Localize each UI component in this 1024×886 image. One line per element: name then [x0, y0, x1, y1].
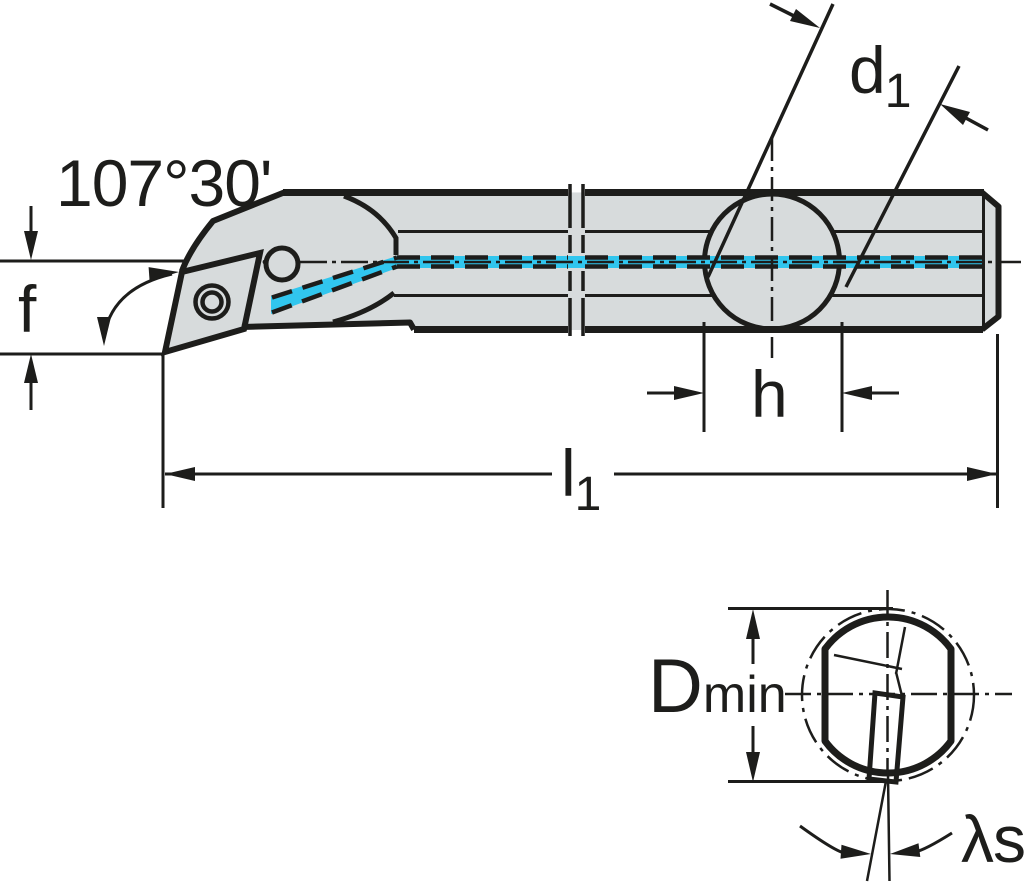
dmin-arrow-bottom: [746, 752, 760, 782]
l1-label-base: l: [561, 436, 575, 510]
lambda-arrow-right: [890, 843, 921, 857]
f-arrow-bottom: [24, 354, 38, 383]
h-extension-lines: [702, 322, 844, 432]
d1-arrow-left: [790, 9, 820, 28]
dim-h: h: [647, 322, 899, 432]
insert-end-view: [866, 690, 906, 785]
lambda-arrow-left: [840, 844, 871, 859]
dim-angle: 107°30': [56, 146, 273, 346]
lambda-arc-left: [799, 824, 846, 855]
bar-right-end: [980, 190, 1002, 332]
insert-screw-hole: [200, 290, 224, 314]
h-arrow-right: [842, 386, 872, 400]
coolant-hidden-lines-head: [271, 255, 398, 315]
d1-label-sub: 1: [885, 65, 911, 118]
bar-cross-section: [821, 613, 955, 777]
dmin-label-sub: min: [703, 666, 787, 724]
d1-arrow-right: [940, 104, 970, 125]
l1-arrow-left: [165, 467, 195, 481]
end-view: Dmin λs: [648, 590, 1024, 882]
lambda-label: λs: [961, 802, 1024, 876]
f-reference-lines: [0, 259, 185, 508]
dmin-arrow-top: [746, 609, 760, 639]
dmin-label: Dmin: [648, 644, 787, 729]
head-bottom-edge: [241, 319, 417, 331]
f-label: f: [18, 272, 37, 346]
angle-arrow-top: [148, 267, 179, 282]
insert: [161, 248, 264, 357]
f-arrow-top: [24, 231, 38, 260]
l1-label: l1: [561, 436, 600, 521]
dmin-extension-lines: [728, 607, 893, 783]
dim-dmin: Dmin: [648, 607, 893, 783]
bar-inner-lines: [394, 196, 985, 326]
d1-label-base: d: [849, 33, 885, 107]
angle-arrow-bottom: [97, 317, 111, 346]
break-lines: [568, 184, 585, 336]
insert-body: [161, 248, 264, 357]
axis-centerline-dot: [262, 259, 268, 265]
dim-d1: d1: [706, 2, 989, 288]
d1-dim-lines: [706, 2, 989, 288]
head-neck-curves: [332, 193, 399, 325]
pocket-lines: [833, 626, 907, 697]
angle-label: 107°30': [56, 146, 272, 220]
head-top-edge: [179, 189, 286, 273]
dmin-label-base: D: [648, 644, 703, 729]
l1-dim-lines: [165, 334, 999, 508]
h-arrow-left: [674, 386, 704, 400]
main-view: f 107°30' d1 h: [0, 2, 1021, 521]
dim-f: f: [0, 206, 185, 508]
lambda-reference-lines: [865, 774, 891, 882]
dim-l1: l1: [165, 334, 999, 521]
dim-lambda-s: λs: [799, 802, 1024, 876]
lambda-arc-right: [914, 831, 953, 854]
angle-arc: [102, 272, 173, 337]
insert-screw-ring: [193, 283, 231, 321]
l1-label-sub: 1: [575, 468, 601, 521]
d1-label: d1: [849, 33, 910, 118]
l1-arrow-right: [967, 467, 997, 481]
coolant-hidden-lines: [397, 255, 983, 269]
h-label: h: [751, 357, 787, 431]
